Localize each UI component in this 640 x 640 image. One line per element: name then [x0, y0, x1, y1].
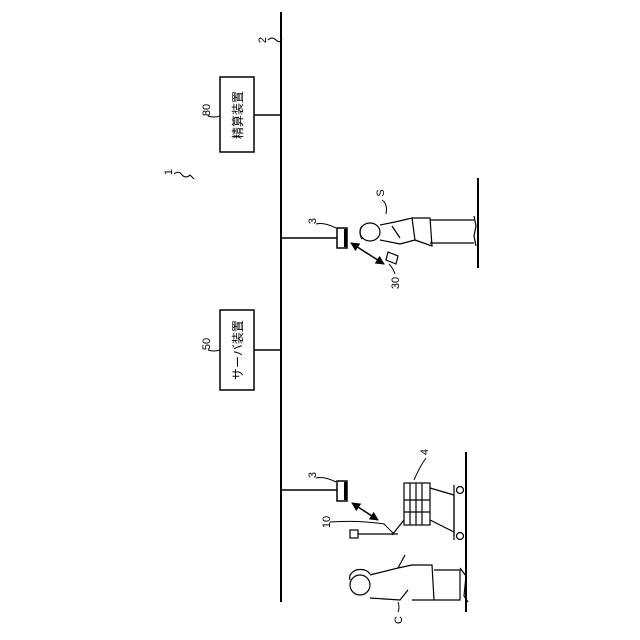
system-ref-label: 1	[163, 169, 175, 175]
staff-terminal-leader	[389, 264, 395, 274]
bus-ref-label: 2	[257, 37, 269, 43]
shopping-cart	[392, 483, 464, 540]
customer-ref-leader	[398, 602, 399, 612]
customer-figure	[350, 555, 468, 602]
cart-terminal-leader	[330, 521, 394, 534]
staff-terminal-ref-label: 30	[390, 277, 402, 289]
staff-figure	[360, 216, 476, 264]
cart-ref-label: 4	[419, 449, 431, 455]
checkout-device-label: 精算装置	[230, 91, 245, 139]
cart-terminal-device	[350, 530, 358, 538]
wireless-arrow-upper	[351, 243, 384, 264]
server-device-label: サーバ装置	[231, 320, 245, 380]
sensor-lower-leader	[316, 478, 336, 483]
sensor-upper-device-face	[344, 229, 347, 247]
sensor-upper-ref-label: 3	[307, 218, 319, 224]
server-ref-label: 50	[201, 338, 213, 350]
sensor-lower-device-face	[344, 482, 347, 500]
server-ref-leader	[208, 350, 220, 351]
system-ref-leader	[174, 172, 194, 179]
checkout-ref-label: 80	[201, 104, 213, 116]
sensor-upper-leader	[316, 224, 336, 229]
staff-ref-label: S	[375, 189, 387, 196]
wireless-arrow-lower	[352, 503, 378, 520]
customer-ref-label: C	[393, 616, 405, 624]
bus-leader	[268, 38, 282, 42]
sensor-lower-ref-label: 3	[307, 472, 319, 478]
staff-ref-leader	[382, 200, 387, 214]
cart-ref-leader	[414, 458, 426, 480]
checkout-ref-leader	[208, 116, 220, 117]
